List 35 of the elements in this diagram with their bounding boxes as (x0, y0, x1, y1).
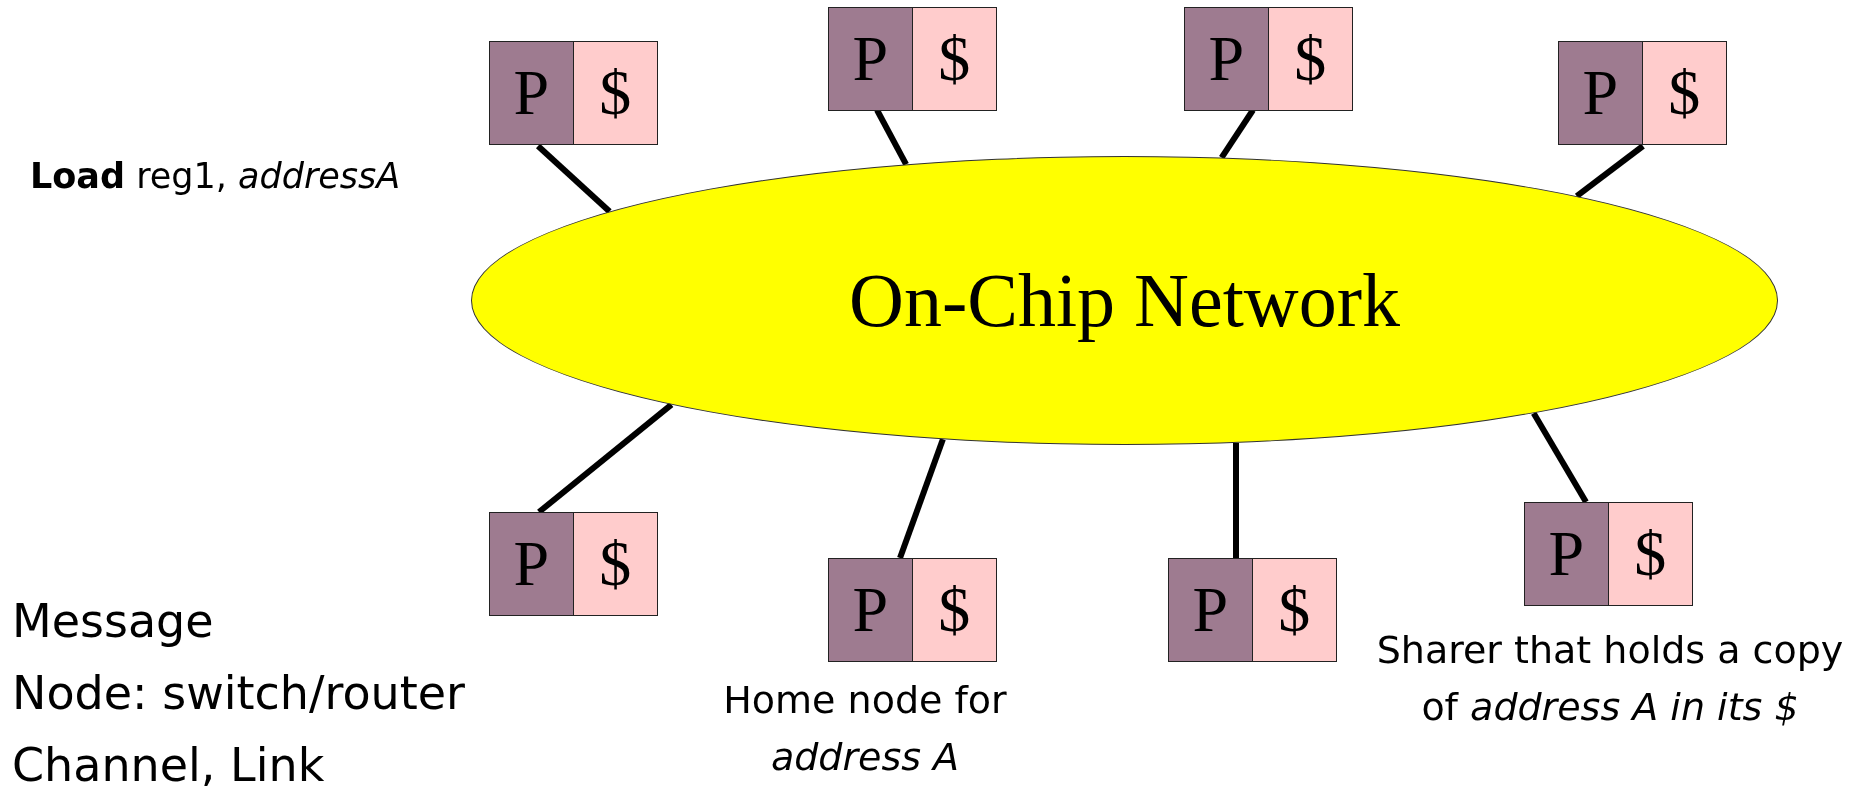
network-ellipse: On-Chip Network (471, 156, 1778, 445)
cache-box: $ (573, 41, 658, 145)
link-line (1574, 143, 1645, 199)
cache-box: $ (573, 512, 658, 616)
cache-box: $ (1252, 558, 1337, 662)
cache-box: $ (1268, 7, 1353, 111)
processor-box: P (489, 41, 574, 145)
processor-cache-pair (489, 41, 658, 145)
annotation-text: Sharer that holds a copy of address A in its $ (1375, 627, 1845, 731)
processor-cache-pair (828, 7, 997, 111)
cache-box: $ (912, 7, 997, 111)
cache-box: $ (1608, 502, 1693, 606)
legend-text: Channel, Link (12, 738, 325, 792)
legend-text: Node: switch/router (12, 666, 465, 720)
processor-cache-pair (1524, 502, 1693, 606)
cache-box: $ (1642, 41, 1727, 145)
processor-box: P (1168, 558, 1253, 662)
processor-box: P (489, 512, 574, 616)
processor-box: P (828, 558, 913, 662)
processor-box: P (1184, 7, 1269, 111)
annotation-text: Home node for address A (722, 677, 1008, 781)
link-line (1531, 411, 1589, 504)
processor-cache-pair (1184, 7, 1353, 111)
link-line (535, 143, 612, 214)
processor-cache-pair (1168, 558, 1337, 662)
processor-box: P (1558, 41, 1643, 145)
processor-box: P (828, 7, 913, 111)
processor-cache-pair (828, 558, 997, 662)
processor-cache-pair (489, 512, 658, 616)
annotation-text: Load reg1, addressA (30, 155, 402, 198)
legend-text: Message (12, 594, 214, 648)
processor-cache-pair (1558, 41, 1727, 145)
processor-box: P (1524, 502, 1609, 606)
link-line (897, 438, 946, 560)
cache-box: $ (912, 558, 997, 662)
